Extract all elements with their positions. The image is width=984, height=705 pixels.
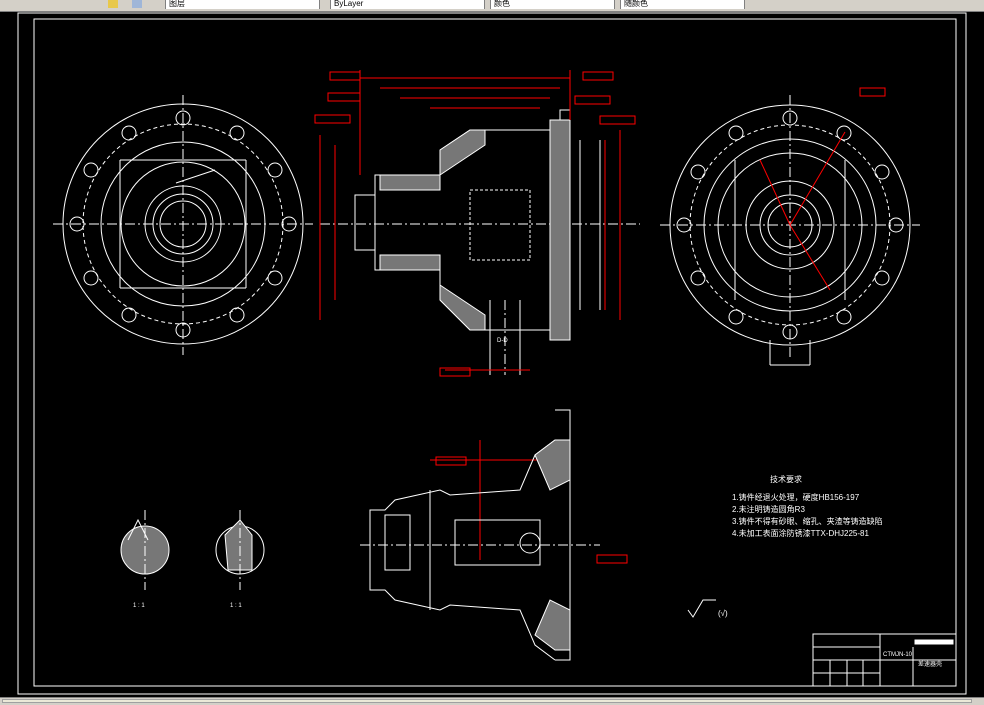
drawing-number: CTMJN-10 xyxy=(883,652,913,658)
tech-note-2: 2.未注明铸造圆角R3 xyxy=(732,504,805,514)
tech-note-4: 4.未加工表面涂防锈漆TTX-DHJ225-81 xyxy=(732,528,869,538)
color-dropdown[interactable]: 颜色 xyxy=(490,0,615,9)
section-label-top: D-D xyxy=(497,338,508,344)
left-flange-view xyxy=(53,95,313,355)
sheet-inner-border xyxy=(33,18,957,687)
detail-sections xyxy=(120,510,265,590)
tech-note-1: 1.铸件经退火处理，硬度HB156-197 xyxy=(732,492,860,502)
layer-manager-icon[interactable] xyxy=(132,0,142,8)
part-name: 差速器壳 xyxy=(918,660,942,668)
section-view-bottom xyxy=(360,409,600,661)
scrollbar-thumb[interactable] xyxy=(2,699,972,703)
section-view-main xyxy=(320,109,640,375)
tech-note-3: 3.铸件不得有砂眼、缩孔、夹渣等铸造缺陷 xyxy=(732,516,883,526)
horizontal-scrollbar[interactable] xyxy=(0,697,984,705)
linetype-dropdown[interactable]: ByLayer xyxy=(330,0,485,9)
layer-state-icon[interactable] xyxy=(108,0,118,8)
tolerance-frames xyxy=(314,71,886,564)
dimension-lines xyxy=(319,70,621,560)
right-flange-view xyxy=(660,95,920,366)
plotstyle-dropdown[interactable]: 随颜色 xyxy=(620,0,745,9)
view-label-right: 1 : 1 xyxy=(230,603,242,609)
title-block xyxy=(812,633,957,687)
sheet-outer-border xyxy=(17,12,967,695)
view-label-left: 1 : 1 xyxy=(133,603,145,609)
roughness-symbol-icon xyxy=(687,599,716,618)
roughness-label: (√) xyxy=(718,609,728,618)
layer-dropdown[interactable]: 图层 xyxy=(165,0,320,9)
properties-toolbar: 图层 ByLayer 颜色 随颜色 xyxy=(0,0,984,12)
tech-requirements-title: 技术要求 xyxy=(770,474,802,484)
